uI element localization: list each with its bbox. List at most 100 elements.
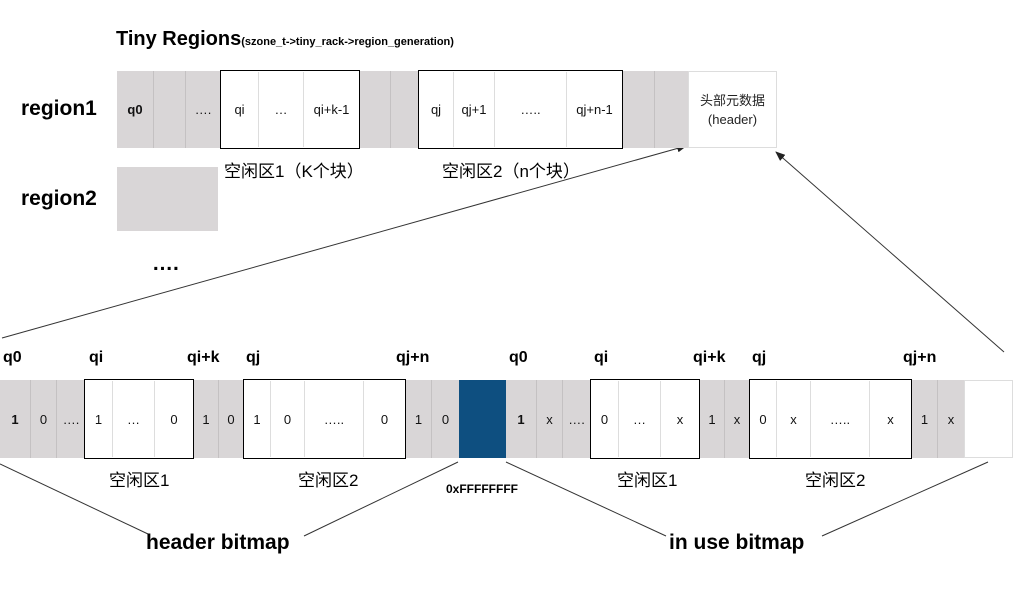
- ib-f1-cell-b: …: [633, 411, 646, 427]
- hb-free-area-1-divider: [154, 381, 155, 457]
- free-area-2-caption: 空闲区2（n个块）: [442, 162, 580, 181]
- header-metadata-sublabel: (header): [707, 111, 758, 127]
- title-main: Tiny Regions: [116, 28, 242, 50]
- ib-free-area-2-divider: [869, 381, 870, 457]
- hb-cell-2: 0: [39, 411, 48, 427]
- block-ellipsis: …: [274, 102, 288, 117]
- marker-qjn-left: qj+n: [396, 349, 430, 366]
- region1-label: region1: [21, 97, 97, 120]
- hb-free-area-1-divider: [112, 381, 113, 457]
- marker-qi-right: qi: [594, 349, 609, 366]
- hb-cell-4: 1: [202, 411, 210, 427]
- ib-cell-3: ….: [568, 411, 585, 427]
- brace-header-bitmap-right: [303, 461, 459, 537]
- free-area-2-divider: [494, 72, 495, 147]
- hb-f1-cell-c: 0: [170, 411, 178, 427]
- region2-label: region2: [21, 187, 97, 210]
- block-qi: qi: [234, 102, 245, 117]
- region1-divider: [390, 71, 391, 148]
- header-bitmap-label: header bitmap: [146, 531, 290, 554]
- header-metadata-label: 头部元数据: [699, 92, 765, 108]
- region1-divider: [185, 71, 186, 148]
- hb-free-area-2-caption: 空闲区2: [298, 471, 359, 490]
- marker-qjn-right: qj+n: [903, 349, 937, 366]
- hb-free-area-2-divider: [304, 381, 305, 457]
- hb-free-area-1-caption: 空闲区1: [109, 471, 170, 490]
- header-metadata-box: 头部元数据 (header): [688, 71, 777, 148]
- marker-q0-right: q0: [509, 349, 528, 366]
- ib-cell-4: 1: [708, 411, 716, 427]
- inuse-bitmap-divider: [937, 380, 938, 458]
- block-qik1: qi+k-1: [313, 102, 350, 117]
- hb-free-area-2-divider: [270, 381, 271, 457]
- hb-f1-cell-a: 1: [94, 411, 103, 427]
- brace-inuse-bitmap-left: [505, 461, 667, 537]
- ib-f1-cell-a: 0: [600, 411, 609, 427]
- ib-cell-6: 1: [920, 411, 929, 427]
- brace-header-bitmap-left: [0, 463, 149, 535]
- ib-f2-cell-a: 0: [759, 411, 767, 427]
- ib-free-area-2-divider: [810, 381, 811, 457]
- title-sub: (szone_t->tiny_rack->region_generation): [241, 36, 454, 48]
- hb-cell-1: 1: [11, 411, 19, 427]
- ib-cell-5: x: [733, 411, 741, 427]
- header-bitmap-divider: [56, 380, 57, 458]
- free-area-2-top: [418, 70, 623, 149]
- hb-cell-5: 0: [227, 411, 235, 427]
- ib-free-area-1: [590, 379, 700, 459]
- ib-f1-cell-c: x: [676, 411, 684, 427]
- free-area-1-top: [220, 70, 360, 149]
- ib-f2-cell-b: x: [790, 411, 797, 427]
- hb-f2-cell-b: 0: [283, 411, 292, 427]
- ib-cell-7: x: [947, 411, 955, 427]
- separator-block: [459, 380, 506, 458]
- block-qj: qj: [430, 102, 442, 117]
- arrow-bitmap-to-header-right: [775, 151, 1005, 353]
- inuse-bitmap-tail: [964, 380, 1013, 458]
- marker-qj-right: qj: [752, 349, 767, 366]
- ib-free-area-1-caption: 空闲区1: [617, 471, 678, 490]
- inuse-bitmap-label: in use bitmap: [669, 531, 805, 554]
- marker-qi-left: qi: [89, 349, 104, 366]
- ib-free-area-1-divider: [618, 381, 619, 457]
- inuse-bitmap-divider: [724, 380, 725, 458]
- marker-qj-left: qj: [246, 349, 261, 366]
- block-qjn1: qj+n-1: [576, 102, 613, 117]
- hb-f1-cell-b: …: [127, 411, 140, 427]
- more-regions-ellipsis: ….: [152, 252, 179, 275]
- free-area-1-caption: 空闲区1（K个块）: [224, 162, 364, 181]
- ib-f2-cell-c: …..: [829, 411, 851, 427]
- ib-free-area-2-caption: 空闲区2: [805, 471, 866, 490]
- hb-cell-6: 1: [414, 411, 423, 427]
- hb-cell-7: 0: [441, 411, 450, 427]
- ib-free-area-1-divider: [660, 381, 661, 457]
- free-area-1-divider: [303, 72, 304, 147]
- ib-free-area-2-divider: [776, 381, 777, 457]
- header-bitmap-divider: [431, 380, 432, 458]
- region2-box: [117, 167, 218, 231]
- region1-divider: [654, 71, 655, 148]
- hb-f2-cell-a: 1: [253, 411, 261, 427]
- marker-qik-right: qi+k: [693, 349, 726, 366]
- brace-inuse-bitmap-right: [821, 461, 989, 537]
- hb-free-area-2-divider: [363, 381, 364, 457]
- hb-f2-cell-d: 0: [380, 411, 389, 427]
- region1-divider: [153, 71, 154, 148]
- diagram-title: Tiny Regions(szone_t->tiny_rack->region_…: [116, 28, 454, 51]
- marker-q0-left: q0: [3, 349, 22, 366]
- free-area-2-divider: [566, 72, 567, 147]
- marker-qik-left: qi+k: [187, 349, 220, 366]
- block-q0: q0: [127, 102, 143, 117]
- arrow-bitmap-to-header-left: [1, 144, 687, 339]
- hb-f2-cell-c: …..: [323, 411, 345, 427]
- block-qj1: qj+1: [461, 102, 487, 117]
- inuse-bitmap-divider: [562, 380, 563, 458]
- block-dots: ….: [194, 102, 212, 117]
- ib-cell-2: x: [546, 411, 553, 427]
- header-bitmap-divider: [30, 380, 31, 458]
- free-area-1-divider: [258, 72, 259, 147]
- inuse-bitmap-divider: [536, 380, 537, 458]
- block-dots5: …..: [520, 102, 541, 117]
